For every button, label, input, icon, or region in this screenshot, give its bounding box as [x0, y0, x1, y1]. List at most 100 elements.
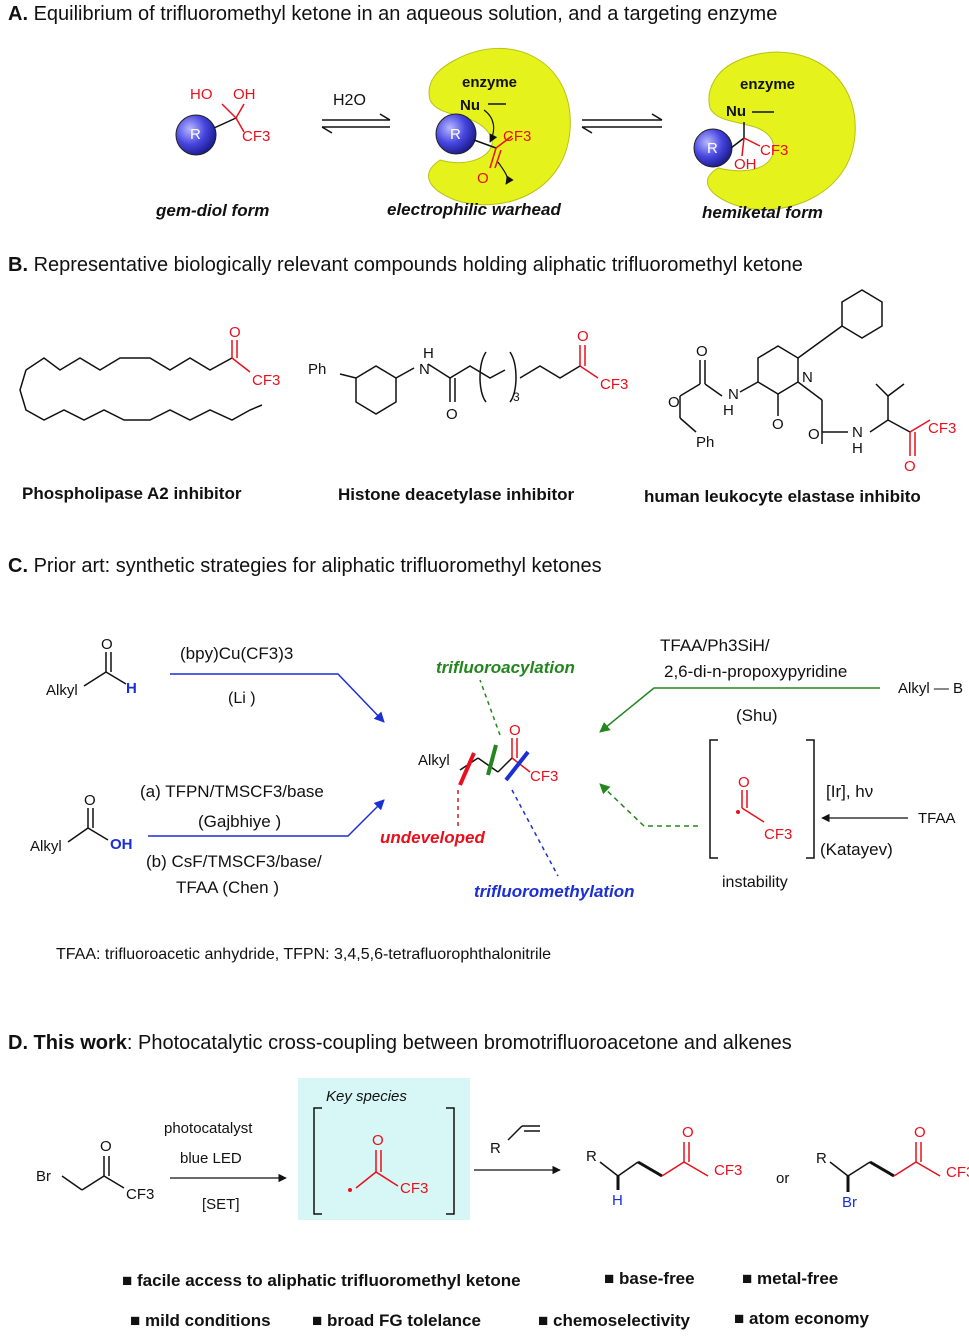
o-b3-ketone: O: [904, 458, 916, 475]
shu-arrow: [599, 687, 880, 733]
alkyl-b: Alkyl — B: [898, 680, 964, 697]
cf3-a2: CF3: [503, 128, 532, 145]
li-reagent: (bpy)Cu(CF3)3: [180, 644, 294, 663]
o-d-prod1: O: [682, 1124, 694, 1141]
oh-label: OH: [233, 86, 256, 103]
trifluoromethylation-label: trifluoromethylation: [474, 882, 635, 901]
undeveloped-label: undeveloped: [380, 828, 485, 847]
nu-label-1: Nu: [460, 97, 480, 114]
o-b1: O: [229, 324, 241, 341]
cf3-a3: CF3: [760, 142, 789, 159]
r-label-a3: R: [707, 140, 718, 157]
chen-reagent-1: (b) CsF/TMSCF3/base/: [146, 852, 322, 871]
ho-label: HO: [190, 86, 213, 103]
n-b3-ring: N: [802, 369, 813, 386]
o-b2: O: [446, 406, 458, 423]
li-ref: (Li ): [228, 690, 256, 707]
n-b3-1: N: [728, 386, 739, 403]
key-species-box: [298, 1078, 470, 1220]
enzyme-label-2: enzyme: [740, 76, 796, 93]
feature-broad-fg: ■ broad FG tolelance: [312, 1311, 481, 1330]
blue-led-label: blue LED: [180, 1150, 242, 1167]
cf3-b1: CF3: [252, 372, 281, 389]
hdac-caption: Histone deacetylase inhibitor: [338, 485, 575, 504]
photocatalyst-label: photocatalyst: [164, 1120, 253, 1137]
feature-chemoselectivity: ■ chemoselectivity: [538, 1311, 691, 1330]
panel-c-header: C. Prior art: synthetic strategies for a…: [8, 555, 602, 577]
o-label-a2: O: [477, 170, 489, 187]
n-b3-2: N: [852, 424, 863, 441]
r-d-prod1: R: [586, 1148, 597, 1165]
katayev-reagent: [Ir], hν: [826, 782, 874, 801]
equilibrium-arrows-2: [581, 113, 663, 134]
o-d-prod2: O: [914, 1124, 926, 1141]
cf3-d-prod2: CF3: [946, 1164, 969, 1181]
panel-a-header: A. Equilibrium of trifluoromethyl ketone…: [8, 3, 778, 25]
o-b3-amide: O: [808, 426, 820, 443]
elastase-structure: [679, 289, 931, 456]
o-c-ald: O: [101, 636, 113, 653]
r-label-a2: R: [450, 126, 461, 143]
h-b3-2: H: [852, 440, 863, 457]
alkene: [507, 1125, 540, 1141]
center-ketone: [457, 679, 559, 877]
aldehyde-structure: [83, 652, 127, 687]
nh-h-b2: H: [423, 345, 434, 362]
trifluoroacylation-label: trifluoroacylation: [436, 658, 575, 677]
gaj-ref: (Gajbhiye ): [198, 812, 282, 831]
gem-diol-structure: [175, 103, 245, 156]
shu-reagent-2: 2,6-di-n-propoxypyridine: [664, 662, 848, 681]
phospholipase-caption: Phospholipase A2 inhibitor: [22, 484, 242, 503]
acid-structure: [67, 808, 109, 843]
acyl-radical-bracket: [709, 739, 815, 859]
r-d-prod2: R: [816, 1150, 827, 1167]
ph-b2: Ph: [308, 361, 327, 378]
footnote: TFAA: trifluoroacetic anhydride, TFPN: 3…: [56, 946, 552, 963]
chen-reagent-2: TFAA (Chen ): [176, 878, 279, 897]
hemiketal-enzyme: [693, 51, 856, 211]
o-d: O: [100, 1138, 112, 1155]
chen-arrow: [148, 799, 385, 837]
r-label-a1: R: [190, 126, 201, 143]
br-d-prod2: Br: [842, 1194, 857, 1211]
feature-atom-economy: ■ atom economy: [734, 1309, 869, 1328]
katayev-arrow: [599, 783, 698, 827]
feature-facile: ■ facile access to aliphatic trifluorome…: [122, 1271, 521, 1290]
enzyme-warhead: [428, 47, 571, 206]
set-label: [SET]: [202, 1196, 240, 1213]
equilibrium-arrows-1: [321, 113, 391, 134]
cf3-a1: CF3: [242, 128, 271, 145]
warhead-caption: electrophilic warhead: [387, 200, 561, 219]
nu-label-2: Nu: [726, 103, 746, 120]
o-c-acid: O: [84, 792, 96, 809]
o-b3-ring: O: [772, 416, 784, 433]
cf3-c-radical: CF3: [764, 826, 793, 843]
o-b3-ester: O: [668, 394, 680, 411]
n-b2: N: [419, 361, 430, 378]
phospholipase-structure: [19, 340, 263, 421]
shu-ref: (Shu): [736, 706, 778, 725]
key-species-label: Key species: [326, 1088, 407, 1105]
tfaa-label: TFAA: [918, 810, 956, 827]
panel-d-header: D. This work: Photocatalytic cross-coupl…: [8, 1032, 792, 1054]
oh-label-a3: OH: [734, 156, 757, 173]
panel-b-header: B. Representative biologically relevant …: [8, 254, 803, 276]
feature-mild: ■ mild conditions: [130, 1311, 271, 1330]
katayev-ref: (Katayev): [820, 840, 893, 859]
elastase-caption: human leukocyte elastase inhibito: [644, 487, 921, 506]
o-c-center: O: [509, 722, 521, 739]
h-d-prod1: H: [612, 1192, 623, 1209]
hdac-structure: [339, 345, 599, 415]
cf3-b3: CF3: [928, 420, 957, 437]
o-b2-ketone: O: [577, 328, 589, 345]
cf3-d-key: CF3: [400, 1180, 429, 1197]
oh-c-acid: OH: [110, 836, 133, 853]
enzyme-label-1: enzyme: [462, 74, 518, 91]
gem-diol-caption: gem-diol form: [156, 201, 270, 220]
feature-base-free: ■ base-free: [604, 1269, 695, 1288]
hemiketal-caption: hemiketal form: [702, 203, 823, 222]
ph-b3: Ph: [696, 434, 715, 451]
cf3-d-prod1: CF3: [714, 1162, 743, 1179]
cf3-c-center: CF3: [530, 768, 559, 785]
